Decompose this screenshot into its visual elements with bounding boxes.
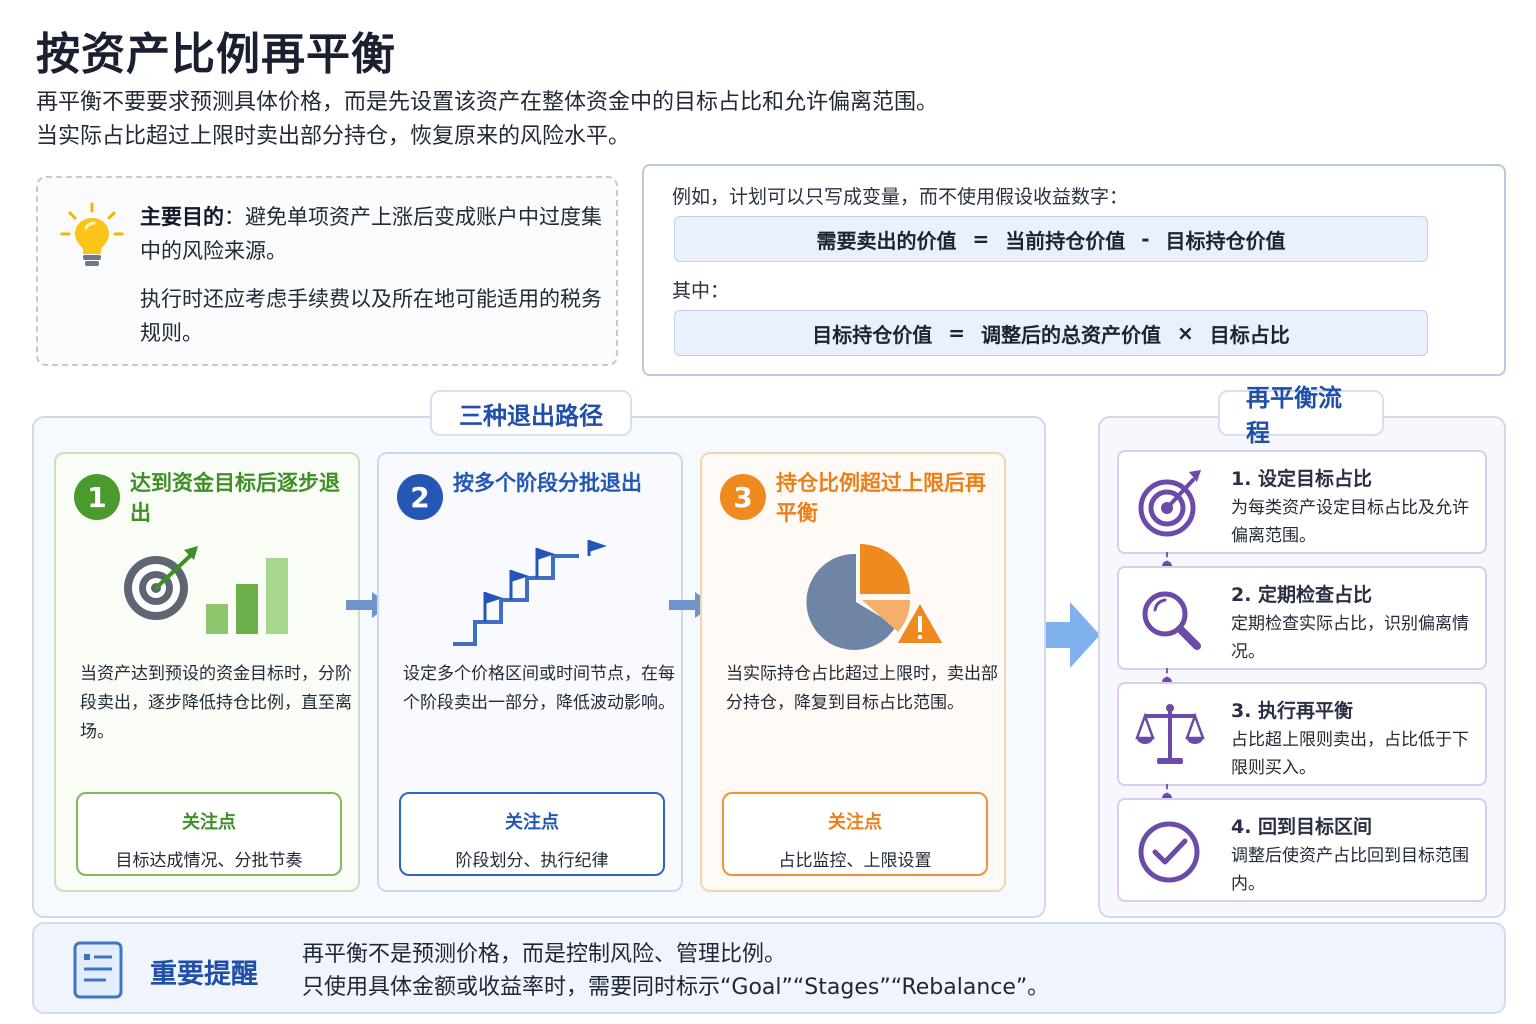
subtitle-line-2: 当实际占比超过上限时卖出部分持仓，恢复原来的风险水平。 (36, 124, 631, 149)
flow-step-2-text: 定期检查实际占比，识别偏离情况。 (1231, 614, 1469, 662)
formula-1-operator: - (1141, 227, 1150, 251)
subtitle-line-1: 再平衡不要要求预测具体价格，而是先设置该资产在整体资金中的目标占比和允许偏离范围… (36, 90, 939, 115)
important-reminder: 重要提醒 再平衡不是预测价格，而是控制风险、管理比例。 只使用具体金额或收益率时… (32, 922, 1506, 1014)
formula-1-term-b: 目标持仓价值 (1165, 228, 1286, 253)
formula-2-equals: = (948, 321, 965, 345)
target-icon (1138, 470, 1201, 537)
goal-description: ：避免单项资产上涨后变成账户中过度集中的风险来源。 (140, 205, 602, 263)
path-3-focus-title: 关注点 (828, 812, 882, 833)
path-3-description: 当实际持仓占比超过上限时，卖出部分持仓，降复到目标占比范围。 (726, 664, 998, 713)
formula-2-term-b: 目标占比 (1209, 322, 1290, 347)
path-1-focus: 关注点 目标达成情况、分批节奏 (76, 792, 342, 876)
flow-step-4: 4. 回到目标区间 调整后使资产占比回到目标范围内。 (1117, 798, 1487, 902)
stairs-flags-icon (453, 540, 607, 646)
flow-step-2: 2. 定期检查占比 定期检查实际占比，识别偏离情况。 (1117, 566, 1487, 670)
big-arrow-right-icon (1046, 602, 1100, 668)
target-bars-icon (124, 546, 288, 634)
formula-where: 其中： (672, 280, 730, 302)
page-title: 按资产比例再平衡 (36, 29, 396, 80)
path-1-focus-title: 关注点 (182, 812, 236, 833)
flow-step-4-title: 4. 回到目标区间 (1231, 816, 1373, 838)
reminder-text: 再平衡不是预测价格，而是控制风险、管理比例。 只使用具体金额或收益率时，需要同时… (302, 938, 1049, 1004)
path-2-focus: 关注点 阶段划分、执行纪律 (399, 792, 665, 876)
formula-box: 例如，计划可以只写成变量，而不使用假设收益数字： 需要卖出的价值 = 当前持仓价… (642, 164, 1506, 376)
goal-text: 主要目的：避免单项资产上涨后变成账户中过度集中的风险来源。 执行时还应考虑手续费… (140, 200, 610, 350)
path-2-title: 按多个阶段分批退出 (453, 471, 642, 495)
flow-connector (1166, 552, 1170, 566)
flow-connector (1166, 784, 1170, 798)
path-2-number: 2 (397, 474, 443, 520)
exit-paths-tag: 三种退出路径 (430, 390, 632, 436)
flow-step-3: 3. 执行再平衡 占比超上限则卖出，占比低于下限则买入。 (1117, 682, 1487, 786)
formula-sell-value: 需要卖出的价值 = 当前持仓价值 - 目标持仓价值 (674, 216, 1428, 262)
path-2-description: 设定多个价格区间或时间节点，在每个阶段卖出一部分，降低波动影响。 (403, 664, 675, 713)
path-card-1: 1 达到资金目标后逐步退出 当资产达到预设的资金目标时，分阶段卖出，逐步降低持仓… (54, 452, 360, 892)
formula-intro: 例如，计划可以只写成变量，而不使用假设收益数字： (672, 186, 1129, 208)
path-1-description: 当资产达到预设的资金目标时，分阶段卖出，逐步降低持仓比例，直至离场。 (80, 664, 352, 742)
flow-step-4-text: 调整后使资产占比回到目标范围内。 (1231, 846, 1469, 894)
path-2-focus-title: 关注点 (505, 812, 559, 833)
check-circle-icon (1138, 821, 1200, 883)
path-3-focus-text: 占比监控、上限设置 (778, 851, 932, 871)
goal-label: 主要目的 (140, 205, 224, 229)
reminder-title: 重要提醒 (150, 959, 258, 990)
path-1-focus-text: 目标达成情况、分批节奏 (115, 851, 303, 871)
path-3-focus: 关注点 占比监控、上限设置 (722, 792, 988, 876)
scale-icon (1135, 704, 1205, 764)
flow-step-1: 1. 设定目标占比 为每类资产设定目标占比及允许偏离范围。 (1117, 450, 1487, 554)
flow-step-1-text: 为每类资产设定目标占比及允许偏离范围。 (1231, 498, 1469, 546)
path-card-3: 3 持仓比例超过上限后再平衡 当实际持仓占比超过上限时，卖出部分持仓，降复到目标… (700, 452, 1006, 892)
reminder-line-1: 再平衡不是预测价格，而是控制风险、管理比例。 (302, 942, 787, 967)
flow-step-3-text: 占比超上限则卖出，占比低于下限则买入。 (1231, 730, 1469, 778)
formula-1-term-a: 当前持仓价值 (1005, 228, 1126, 253)
formula-2-term-a: 调整后的总资产价值 (981, 322, 1161, 347)
pie-warning-icon (806, 544, 946, 650)
path-card-2: 2 按多个阶段分批退出 设定多个价格区间或时间节点，在每个阶段卖出一部分，降低波… (377, 452, 683, 892)
page-subtitle: 再平衡不要要求预测具体价格，而是先设置该资产在整体资金中的目标占比和允许偏离范围… (36, 86, 938, 154)
formula-1-equals: = (972, 227, 990, 251)
formula-2-left: 目标持仓价值 (812, 322, 933, 347)
flow-step-1-title: 1. 设定目标占比 (1231, 468, 1373, 490)
path-1-number: 1 (74, 474, 120, 520)
flow-step-2-title: 2. 定期检查占比 (1231, 584, 1373, 606)
rebalance-flow-tag: 再平衡流程 (1218, 384, 1384, 447)
goal-box: 主要目的：避免单项资产上涨后变成账户中过度集中的风险来源。 执行时还应考虑手续费… (36, 176, 618, 366)
formula-target-value: 目标持仓价值 = 调整后的总资产价值 × 目标占比 (674, 310, 1428, 356)
flow-step-3-title: 3. 执行再平衡 (1231, 700, 1354, 722)
formula-1-left: 需要卖出的价值 (816, 228, 957, 253)
reminder-line-2: 只使用具体金额或收益率时，需要同时标示“Goal”“Stages”“Rebala… (302, 975, 1050, 1000)
path-3-title: 持仓比例超过上限后再平衡 (776, 471, 986, 525)
magnifier-icon (1142, 591, 1201, 650)
document-icon (73, 941, 123, 999)
path-2-focus-text: 阶段划分、执行纪律 (455, 851, 609, 871)
path-3-number: 3 (720, 474, 766, 520)
goal-note: 执行时还应考虑手续费以及所在地可能适用的税务规则。 (140, 287, 602, 345)
flow-connector (1166, 668, 1170, 682)
path-1-title: 达到资金目标后逐步退出 (130, 471, 340, 525)
lightbulb-icon (60, 202, 124, 266)
formula-2-operator: × (1177, 321, 1194, 345)
